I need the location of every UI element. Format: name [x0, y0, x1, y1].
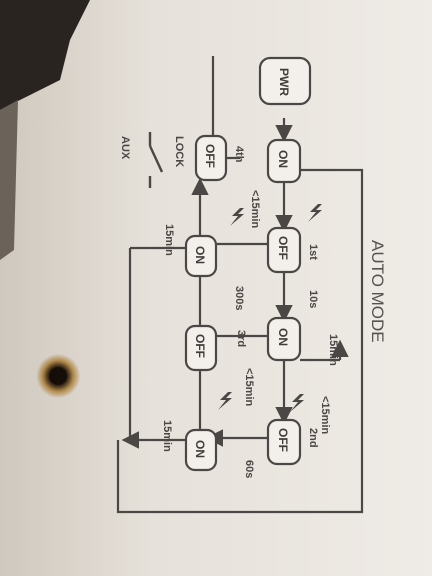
state-on-1: ON	[266, 138, 302, 184]
label-aux: AUX	[119, 136, 131, 160]
label-15min-right: 15min	[161, 420, 173, 452]
state-on-1-label: ON	[276, 150, 290, 168]
label-300s: 300s	[233, 286, 245, 310]
lightning-icon	[290, 394, 304, 412]
state-pwr-label: PWR	[277, 68, 291, 96]
label-10s: 10s	[307, 290, 319, 308]
state-off-4: OFF	[194, 134, 228, 182]
label-lt15-b: <15min	[243, 368, 255, 406]
label-2nd: 2nd	[307, 428, 319, 448]
dark-edge	[0, 100, 18, 260]
label-15min-top: 15min	[327, 334, 339, 366]
label-lock: LOCK	[173, 136, 185, 167]
label-1st: 1st	[307, 244, 319, 260]
state-off-3: OFF	[184, 324, 218, 372]
label-3rd: 3rd	[235, 330, 247, 347]
state-off-1: OFF	[266, 226, 302, 274]
label-lt15-c: <15min	[249, 190, 261, 228]
dark-corner	[0, 0, 90, 110]
label-lt15-a: <15min	[319, 396, 331, 434]
label-60s: 60s	[243, 460, 255, 478]
state-on-4-label: ON	[193, 246, 207, 264]
state-on-2-label: ON	[276, 328, 290, 346]
state-off-2-label: OFF	[276, 428, 290, 452]
label-4th: 4th	[233, 146, 245, 163]
state-on-3: ON	[184, 428, 218, 472]
state-off-2: OFF	[266, 418, 302, 466]
lightning-icon	[218, 392, 232, 410]
state-pwr: PWR	[258, 56, 312, 106]
state-off-4-label: OFF	[203, 144, 217, 168]
lightning-icon	[308, 204, 322, 222]
state-off-3-label: OFF	[193, 334, 207, 358]
lightning-icon	[230, 208, 244, 226]
diagram-title: AUTO MODE	[368, 240, 387, 343]
state-on-4: ON	[184, 234, 218, 278]
state-off-1-label: OFF	[276, 236, 290, 260]
state-on-2: ON	[266, 316, 302, 362]
state-on-3-label: ON	[193, 440, 207, 458]
switch-icon	[148, 132, 164, 188]
label-15min-mid: 15min	[163, 224, 175, 256]
